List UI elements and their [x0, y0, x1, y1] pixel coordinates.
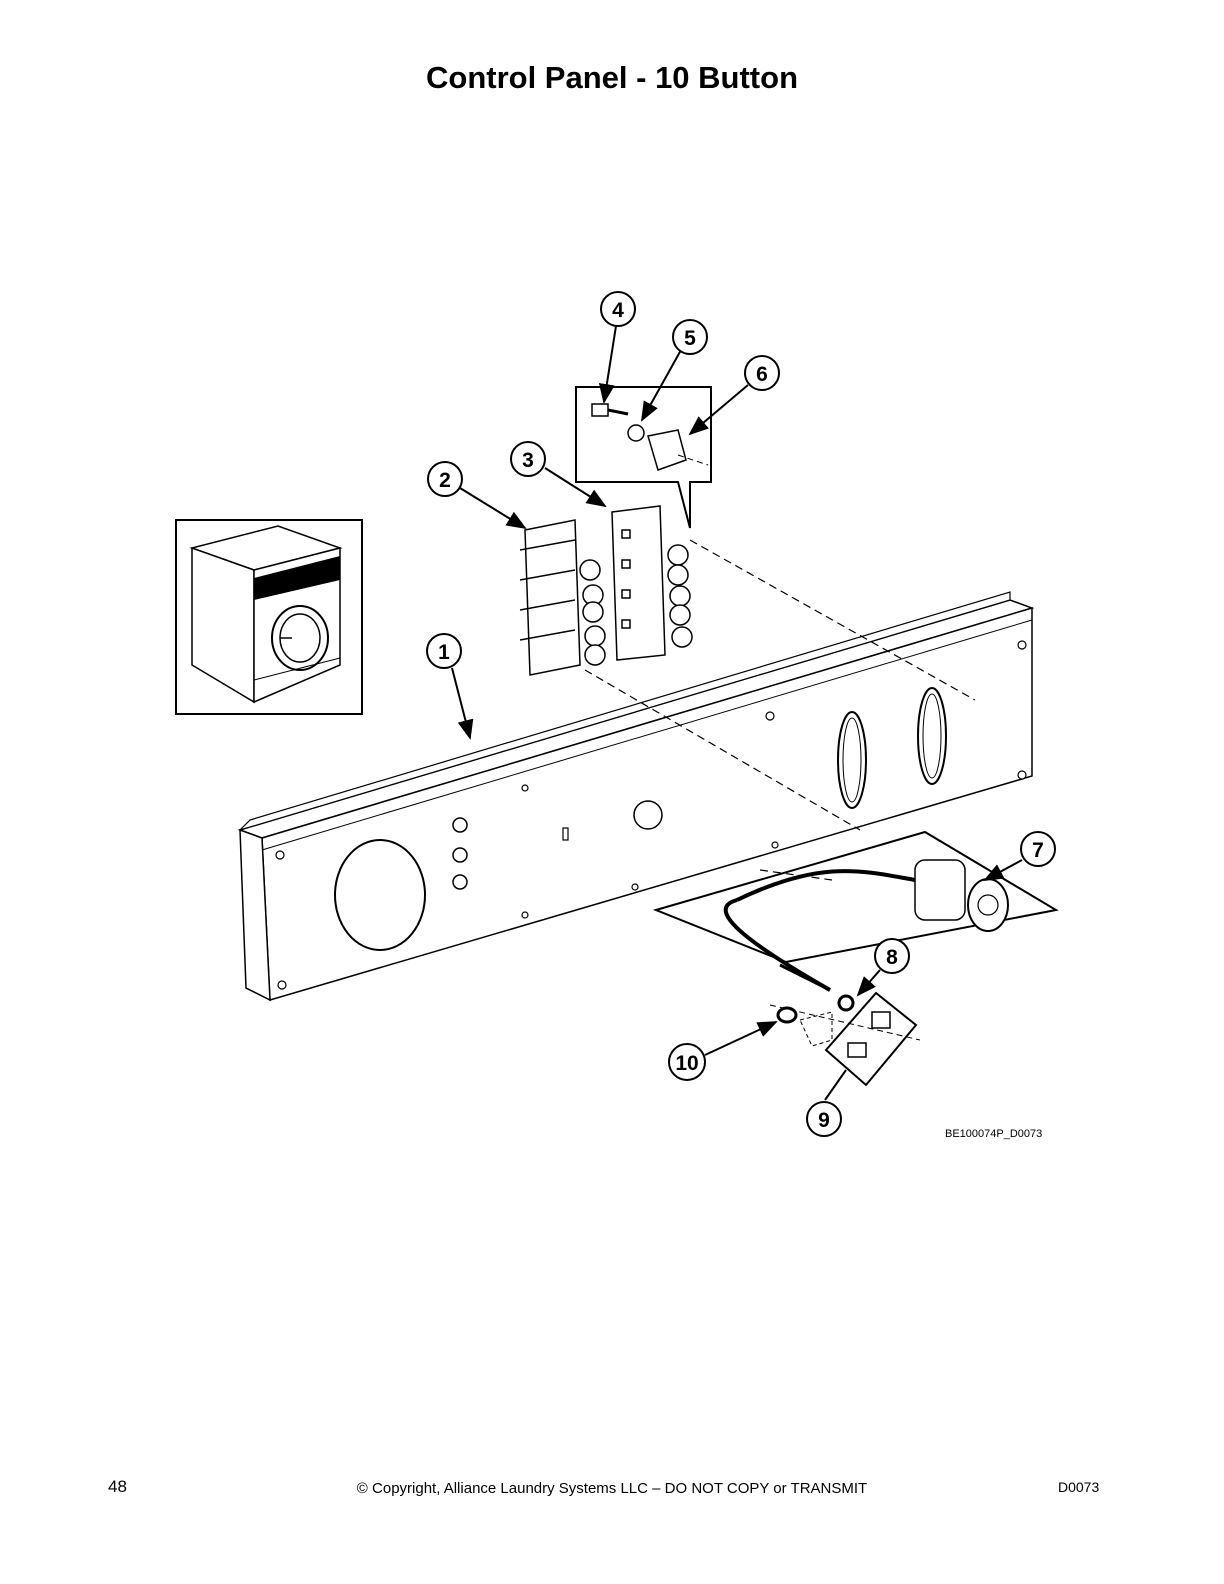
callout-2: 2: [427, 461, 463, 497]
leader-lines: [451, 325, 1023, 1101]
drawing-id: BE100074P_D0073: [945, 1128, 1042, 1140]
switch-bracket-part: [611, 505, 693, 661]
callout-3: 3: [510, 441, 546, 477]
control-panel-part: [237, 591, 1035, 1002]
callout-6: 6: [744, 355, 780, 391]
switch-assembly-part: [519, 519, 606, 676]
meter-assembly-part: [652, 830, 1059, 992]
page-title: Control Panel - 10 Button: [426, 60, 798, 95]
document-code: D0073: [1058, 1479, 1100, 1495]
hardware-inset: [575, 386, 712, 529]
assembly-lines: [584, 539, 976, 881]
svg-text:3: 3: [522, 449, 534, 472]
callout-5: 5: [672, 319, 708, 355]
svg-text:7: 7: [1032, 839, 1044, 862]
callout-9: 9: [806, 1101, 842, 1137]
callout-1: 1: [426, 633, 462, 669]
svg-text:10: 10: [675, 1052, 698, 1075]
svg-text:4: 4: [612, 299, 624, 322]
svg-text:9: 9: [818, 1109, 830, 1132]
callout-7: 7: [1020, 831, 1056, 867]
callout-10: 10: [668, 1043, 706, 1081]
page-number: 48: [108, 1477, 127, 1496]
svg-text:6: 6: [756, 363, 768, 386]
callout-4: 4: [600, 291, 636, 327]
copyright-notice: © Copyright, Alliance Laundry Systems LL…: [356, 1480, 868, 1497]
svg-text:2: 2: [439, 469, 451, 492]
svg-text:8: 8: [886, 946, 898, 969]
svg-text:5: 5: [684, 327, 696, 350]
callout-8: 8: [874, 938, 910, 974]
machine-inset: [175, 519, 363, 715]
fittings-parts: [769, 991, 921, 1087]
svg-text:1: 1: [438, 641, 450, 664]
